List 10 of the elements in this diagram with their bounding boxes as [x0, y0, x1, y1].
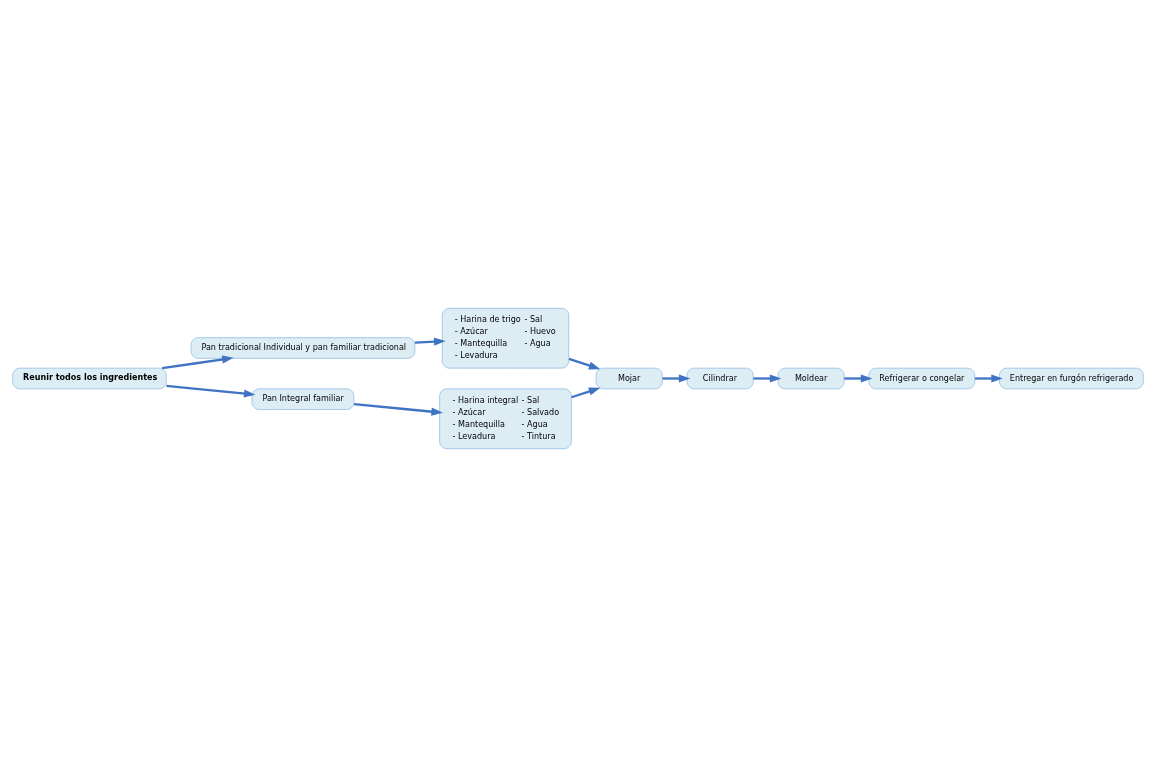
arrow: [568, 357, 601, 370]
arrow: [753, 374, 782, 383]
arrow: [844, 374, 873, 383]
arrow: [354, 403, 443, 416]
arrow: [414, 337, 446, 346]
arrow: [662, 374, 691, 383]
arrow: [162, 355, 234, 370]
arrow: [571, 387, 601, 399]
arrow: [166, 384, 256, 398]
arrow: [974, 374, 1003, 383]
